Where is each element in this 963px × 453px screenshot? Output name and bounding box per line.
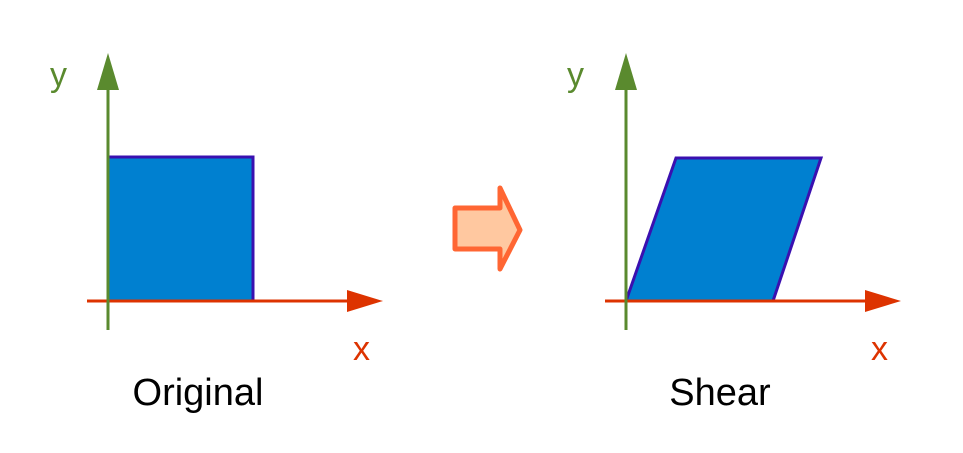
x-axis-label: x bbox=[871, 330, 888, 368]
sheared-parallelogram bbox=[623, 156, 824, 303]
x-axis-label: x bbox=[353, 330, 370, 368]
y-axis-arrowhead bbox=[97, 53, 119, 90]
y-axis-label: y bbox=[567, 56, 584, 94]
shear-panel: y x Shear bbox=[567, 53, 901, 414]
original-square bbox=[106, 155, 255, 303]
original-caption: Original bbox=[133, 372, 264, 414]
y-axis-arrowhead bbox=[615, 53, 637, 90]
x-axis-arrowhead bbox=[865, 290, 901, 312]
right-arrow-icon bbox=[452, 185, 523, 272]
original-panel: y x Original bbox=[50, 53, 383, 414]
y-axis-label: y bbox=[50, 56, 67, 94]
x-axis-arrowhead bbox=[347, 290, 383, 312]
shear-caption: Shear bbox=[669, 372, 771, 414]
